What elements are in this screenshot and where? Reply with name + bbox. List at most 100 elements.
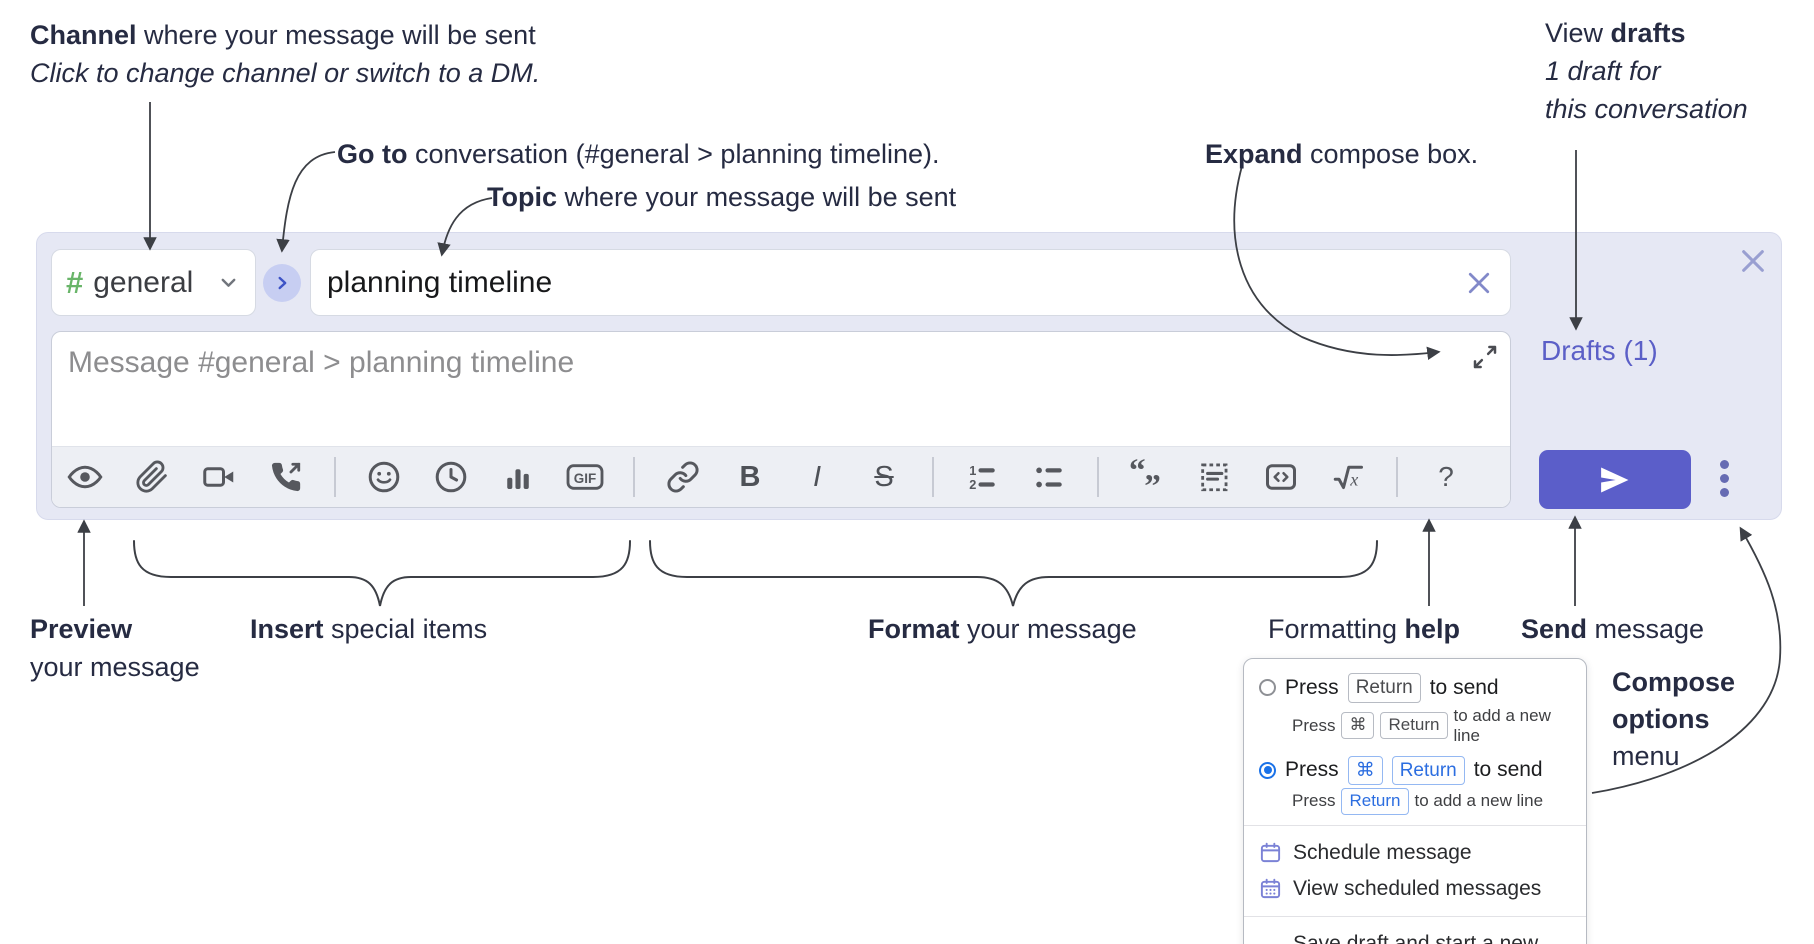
- close-icon: [1737, 245, 1769, 277]
- kbd-cmd: ⌘: [1347, 755, 1383, 786]
- question-mark-icon: ?: [1438, 461, 1454, 492]
- link-button[interactable]: [664, 455, 702, 499]
- ellipsis-dot: [1719, 474, 1729, 483]
- close-compose-button[interactable]: [1735, 243, 1771, 279]
- video-call-button[interactable]: [200, 455, 238, 499]
- callout-text: Formatting: [1268, 614, 1405, 644]
- message-area: [52, 332, 1510, 446]
- callout-text: your message: [959, 614, 1137, 644]
- clock-icon: [433, 459, 469, 495]
- gif-button[interactable]: GIF: [566, 455, 604, 499]
- toolbar-divider: [334, 457, 336, 497]
- compose-options-callout: Compose options menu: [1612, 664, 1735, 775]
- callout-bold: Expand: [1205, 139, 1303, 169]
- callout-text: where your message will be sent: [557, 182, 957, 212]
- preview-button[interactable]: [66, 455, 104, 499]
- callout-text: compose box.: [1302, 139, 1479, 169]
- drafts-link[interactable]: Drafts (1): [1541, 335, 1658, 366]
- option-text: Press: [1285, 758, 1339, 782]
- svg-text:“: “: [1129, 459, 1146, 489]
- go-to-conversation-button[interactable]: [263, 264, 301, 302]
- view-scheduled-messages-item[interactable]: View scheduled messages: [1259, 871, 1571, 907]
- kbd-return: Return: [1391, 755, 1465, 786]
- emoji-button[interactable]: [365, 455, 403, 499]
- send-callout: Send message: [1521, 610, 1704, 648]
- message-box: GIF B I S 12 “”: [51, 331, 1511, 508]
- compose-options-menu-button[interactable]: [1718, 460, 1730, 497]
- strikethrough-button[interactable]: S: [865, 455, 903, 499]
- option-subtext: Press: [1292, 791, 1336, 811]
- insert-callout: Insert special items: [250, 610, 487, 648]
- callout-subtext: Click to change channel or switch to a D…: [30, 58, 541, 88]
- channel-selector[interactable]: # general: [51, 249, 256, 316]
- code-button[interactable]: [1262, 455, 1300, 499]
- eye-icon: [67, 459, 103, 495]
- channel-name: general: [93, 265, 194, 299]
- option-subtext: Press: [1292, 715, 1336, 735]
- bar-chart-icon: [501, 460, 535, 494]
- callout-text: message: [1587, 614, 1705, 644]
- callout-text: View: [1545, 18, 1611, 48]
- option-text: Press: [1285, 675, 1339, 699]
- link-icon: [666, 460, 700, 494]
- cmd-enter-sends-option[interactable]: Press ⌘ Return to send: [1259, 755, 1571, 786]
- svg-text:”: ”: [1144, 467, 1161, 495]
- gif-icon: GIF: [565, 460, 605, 494]
- enter-sends-subtext: Press ⌘ Return to add a new line: [1292, 706, 1571, 746]
- poll-button[interactable]: [499, 455, 537, 499]
- callout-bold: Send: [1521, 614, 1588, 644]
- callout-text: conversation (#general > planning timeli…: [407, 139, 940, 169]
- bulleted-list-icon: [1032, 460, 1066, 494]
- option-subtext: to add a new line: [1414, 791, 1544, 811]
- attach-file-button[interactable]: [133, 455, 171, 499]
- option-text: to send: [1473, 758, 1543, 782]
- math-button[interactable]: x: [1329, 455, 1367, 499]
- expand-callout: Expand compose box.: [1205, 135, 1478, 173]
- toolbar-divider: [932, 457, 934, 497]
- italic-icon: I: [812, 460, 822, 493]
- message-input[interactable]: [52, 332, 1510, 446]
- bold-icon: B: [739, 460, 761, 493]
- menu-item-label: View scheduled messages: [1293, 876, 1542, 900]
- paperclip-icon: [135, 460, 169, 494]
- phone-outgoing-icon: [269, 460, 303, 494]
- preview-callout: Preview your message: [30, 610, 200, 686]
- bulleted-list-button[interactable]: [1030, 455, 1068, 499]
- send-button[interactable]: [1539, 450, 1691, 509]
- compose-options-popup: Press Return to send Press ⌘ Return to a…: [1243, 658, 1587, 944]
- callout-text: special items: [323, 614, 488, 644]
- voice-call-button[interactable]: [267, 455, 305, 499]
- quote-button[interactable]: “”: [1128, 455, 1166, 499]
- svg-text:2: 2: [969, 477, 976, 492]
- global-time-button[interactable]: [432, 455, 470, 499]
- spoiler-button[interactable]: [1195, 455, 1233, 499]
- toolbar-divider: [1097, 457, 1099, 497]
- italic-button[interactable]: I: [798, 455, 836, 499]
- schedule-message-item[interactable]: Schedule message: [1259, 835, 1571, 871]
- popup-divider: [1244, 824, 1586, 826]
- callout-subtext: this conversation: [1545, 94, 1748, 124]
- insert-brace: [133, 540, 631, 607]
- format-callout: Format your message: [868, 610, 1137, 648]
- radio-unselected-icon[interactable]: [1259, 679, 1276, 697]
- drafts-callout: View drafts 1 draft for this conversatio…: [1545, 14, 1748, 128]
- callout-bold: drafts: [1610, 18, 1686, 48]
- chevron-down-icon: [216, 270, 241, 295]
- radio-selected-icon[interactable]: [1259, 761, 1276, 779]
- bold-button[interactable]: B: [731, 455, 769, 499]
- message-formatting-help-button[interactable]: ?: [1427, 455, 1465, 499]
- chevron-right-icon: [271, 272, 293, 294]
- enter-sends-option[interactable]: Press Return to send: [1259, 673, 1571, 703]
- callout-bold: Channel: [30, 20, 137, 50]
- expand-compose-icon[interactable]: [1470, 342, 1500, 372]
- cmd-enter-sends-subtext: Press Return to add a new line: [1292, 788, 1571, 815]
- send-plane-icon: [1598, 463, 1632, 497]
- topic-input[interactable]: [327, 265, 1464, 300]
- callout-text: where your message will be sent: [136, 20, 536, 50]
- toolbar-divider: [1396, 457, 1398, 497]
- clear-topic-icon[interactable]: [1464, 268, 1494, 298]
- save-draft-item[interactable]: Save draft and start a new message: [1259, 926, 1571, 944]
